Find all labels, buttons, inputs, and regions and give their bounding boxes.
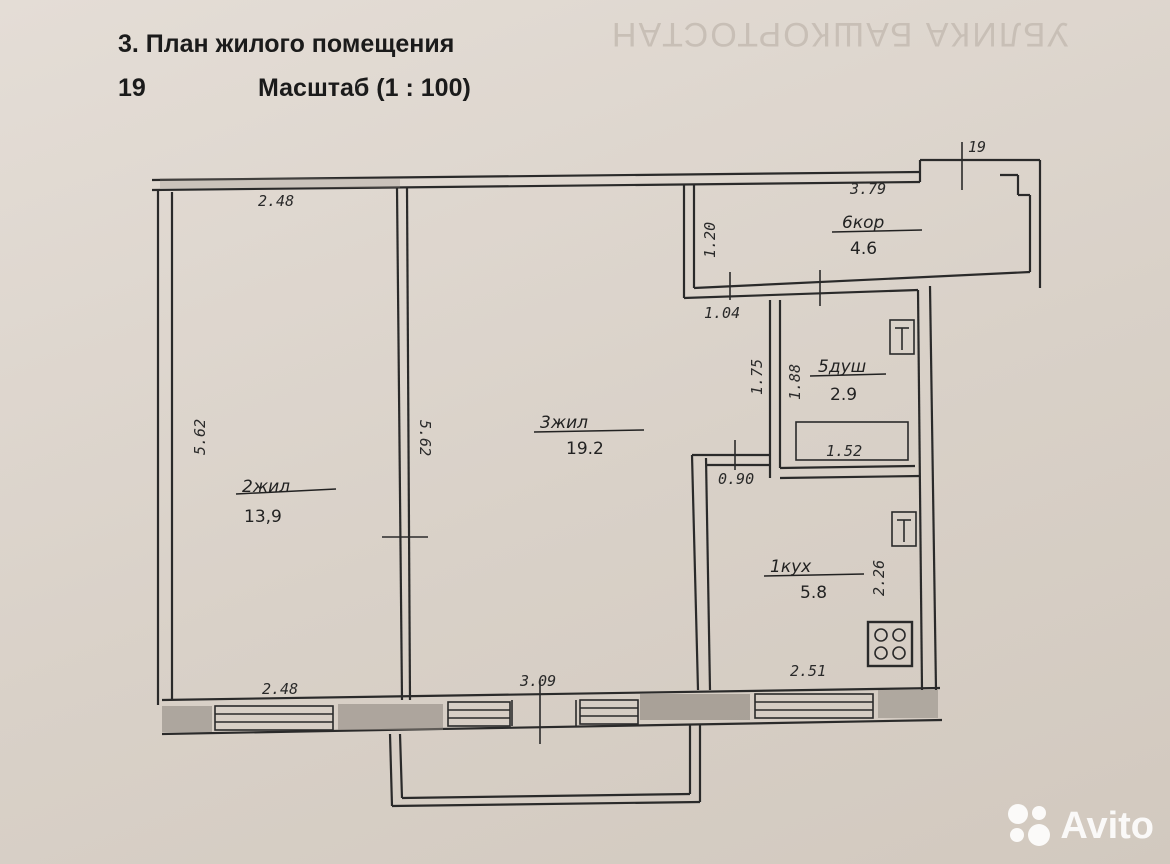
scale-label: Масштаб (1 : 100) [258, 74, 471, 102]
plan-title: 3. План жилого помещения [118, 30, 455, 58]
room-6-name: 6кор [842, 213, 884, 233]
room-1-name: 1кух [770, 557, 812, 577]
sink-icon [889, 319, 915, 355]
dim-door: 0.90 [718, 470, 754, 488]
room-1-area: 5.8 [800, 583, 827, 603]
dim-kitchen-bottom: 2.51 [790, 662, 826, 680]
room-6-area: 4.6 [850, 239, 877, 259]
wall-hatching [160, 178, 938, 732]
room-labels: 2жил 13,9 3жил 19.2 6кор 4.6 5душ 2.9 1к… [235, 213, 923, 603]
sink-icon [891, 511, 917, 547]
windows [214, 693, 874, 731]
dimension-labels: 2.48 2.48 5.62 5.62 3.09 3.79 1.20 19 1.… [191, 138, 986, 698]
room-2-area: 13,9 [244, 507, 282, 527]
room-3-area: 19.2 [566, 439, 604, 459]
dim-bath: 1.52 [826, 442, 862, 460]
bathtub-icon [795, 421, 909, 461]
dim-room2-height: 5.62 [191, 419, 209, 455]
dim-corridor-width: 3.79 [849, 180, 886, 198]
avito-dots-icon [1004, 802, 1054, 850]
dim-room3-height: 5.62 [416, 420, 434, 456]
dim-room3-bottom: 3.09 [519, 672, 556, 690]
dim-corridor-extra: 19 [968, 138, 986, 156]
dim-shower-height: 1.88 [786, 364, 804, 400]
dim-shower-left: 1.75 [748, 359, 766, 395]
room-5-name: 5душ [818, 357, 866, 377]
fixtures [382, 142, 963, 744]
dim-corridor-height: 1.20 [701, 222, 719, 258]
room-3-name: 3жил [540, 413, 588, 433]
watermark-text: Avito [1060, 804, 1154, 847]
room-5-area: 2.9 [830, 385, 857, 405]
watermark: Avito [1004, 802, 1154, 850]
walls [151, 158, 1042, 808]
dim-room2-bottom: 2.48 [262, 680, 298, 698]
stove-icon [866, 620, 914, 668]
dim-kitchen-height: 2.26 [870, 560, 888, 596]
dim-shower-top: 1.04 [704, 304, 740, 322]
page-number: 19 [118, 74, 146, 102]
dim-room2-top: 2.48 [258, 192, 294, 210]
